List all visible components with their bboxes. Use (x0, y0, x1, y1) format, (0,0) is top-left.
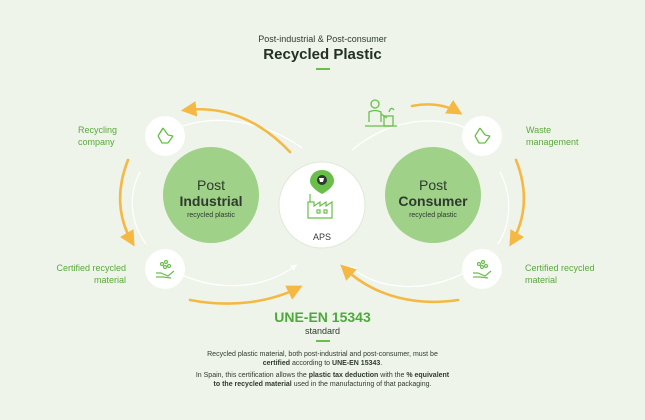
arrow-to-certified-right (509, 158, 526, 247)
hand-pellets-icon (156, 259, 175, 279)
standard-underline (316, 340, 330, 342)
recycle-icon (157, 127, 174, 144)
header-subtitle: Post-industrial & Post-consumer (258, 34, 387, 44)
arrow-to-aps-left (188, 285, 303, 305)
arrow-to-aps-right (340, 264, 460, 304)
certified-right-label: Certified recycled material (525, 263, 595, 285)
paragraph-1-line-2: certified according to UNE-EN 15343. (262, 360, 383, 367)
paragraph-2-line-2: to the recycled material used in the man… (213, 381, 432, 388)
inner-loop-lines (131, 119, 510, 288)
post-consumer-circle (385, 147, 481, 243)
person-recycling-icon (365, 99, 397, 127)
waste-management-label: Waste management (526, 125, 579, 147)
recycle-icon (474, 127, 491, 144)
hand-pellets-icon (473, 259, 492, 279)
arrow-to-recycling-company (180, 101, 292, 154)
post-industrial-label: Post Industrial recycled plastic (179, 177, 243, 220)
outer-loop-arrows (118, 99, 526, 305)
paragraph-1-line-1: Recycled plastic material, both post-ind… (207, 351, 438, 358)
arrow-to-certified-left (118, 158, 135, 247)
standard-label: standard (304, 326, 341, 336)
aps-label: APS (312, 232, 331, 242)
paragraph-2-line-1: In Spain, this certification allows the … (195, 372, 450, 379)
waste-management-circle (462, 116, 502, 156)
factory-pin-icon (307, 170, 334, 219)
certified-left-label: Certified recycled material (56, 263, 126, 285)
title-underline (316, 68, 330, 70)
recycling-company-label: Recycling company (78, 125, 118, 147)
page-title: Recycled Plastic (263, 46, 382, 63)
standard-code: UNE-EN 15343 (274, 309, 371, 325)
post-consumer-label: Post Consumer recycled plastic (398, 177, 468, 220)
arrow-to-waste-management (410, 99, 463, 115)
post-industrial-circle (163, 147, 259, 243)
recycling-company-circle (145, 116, 185, 156)
